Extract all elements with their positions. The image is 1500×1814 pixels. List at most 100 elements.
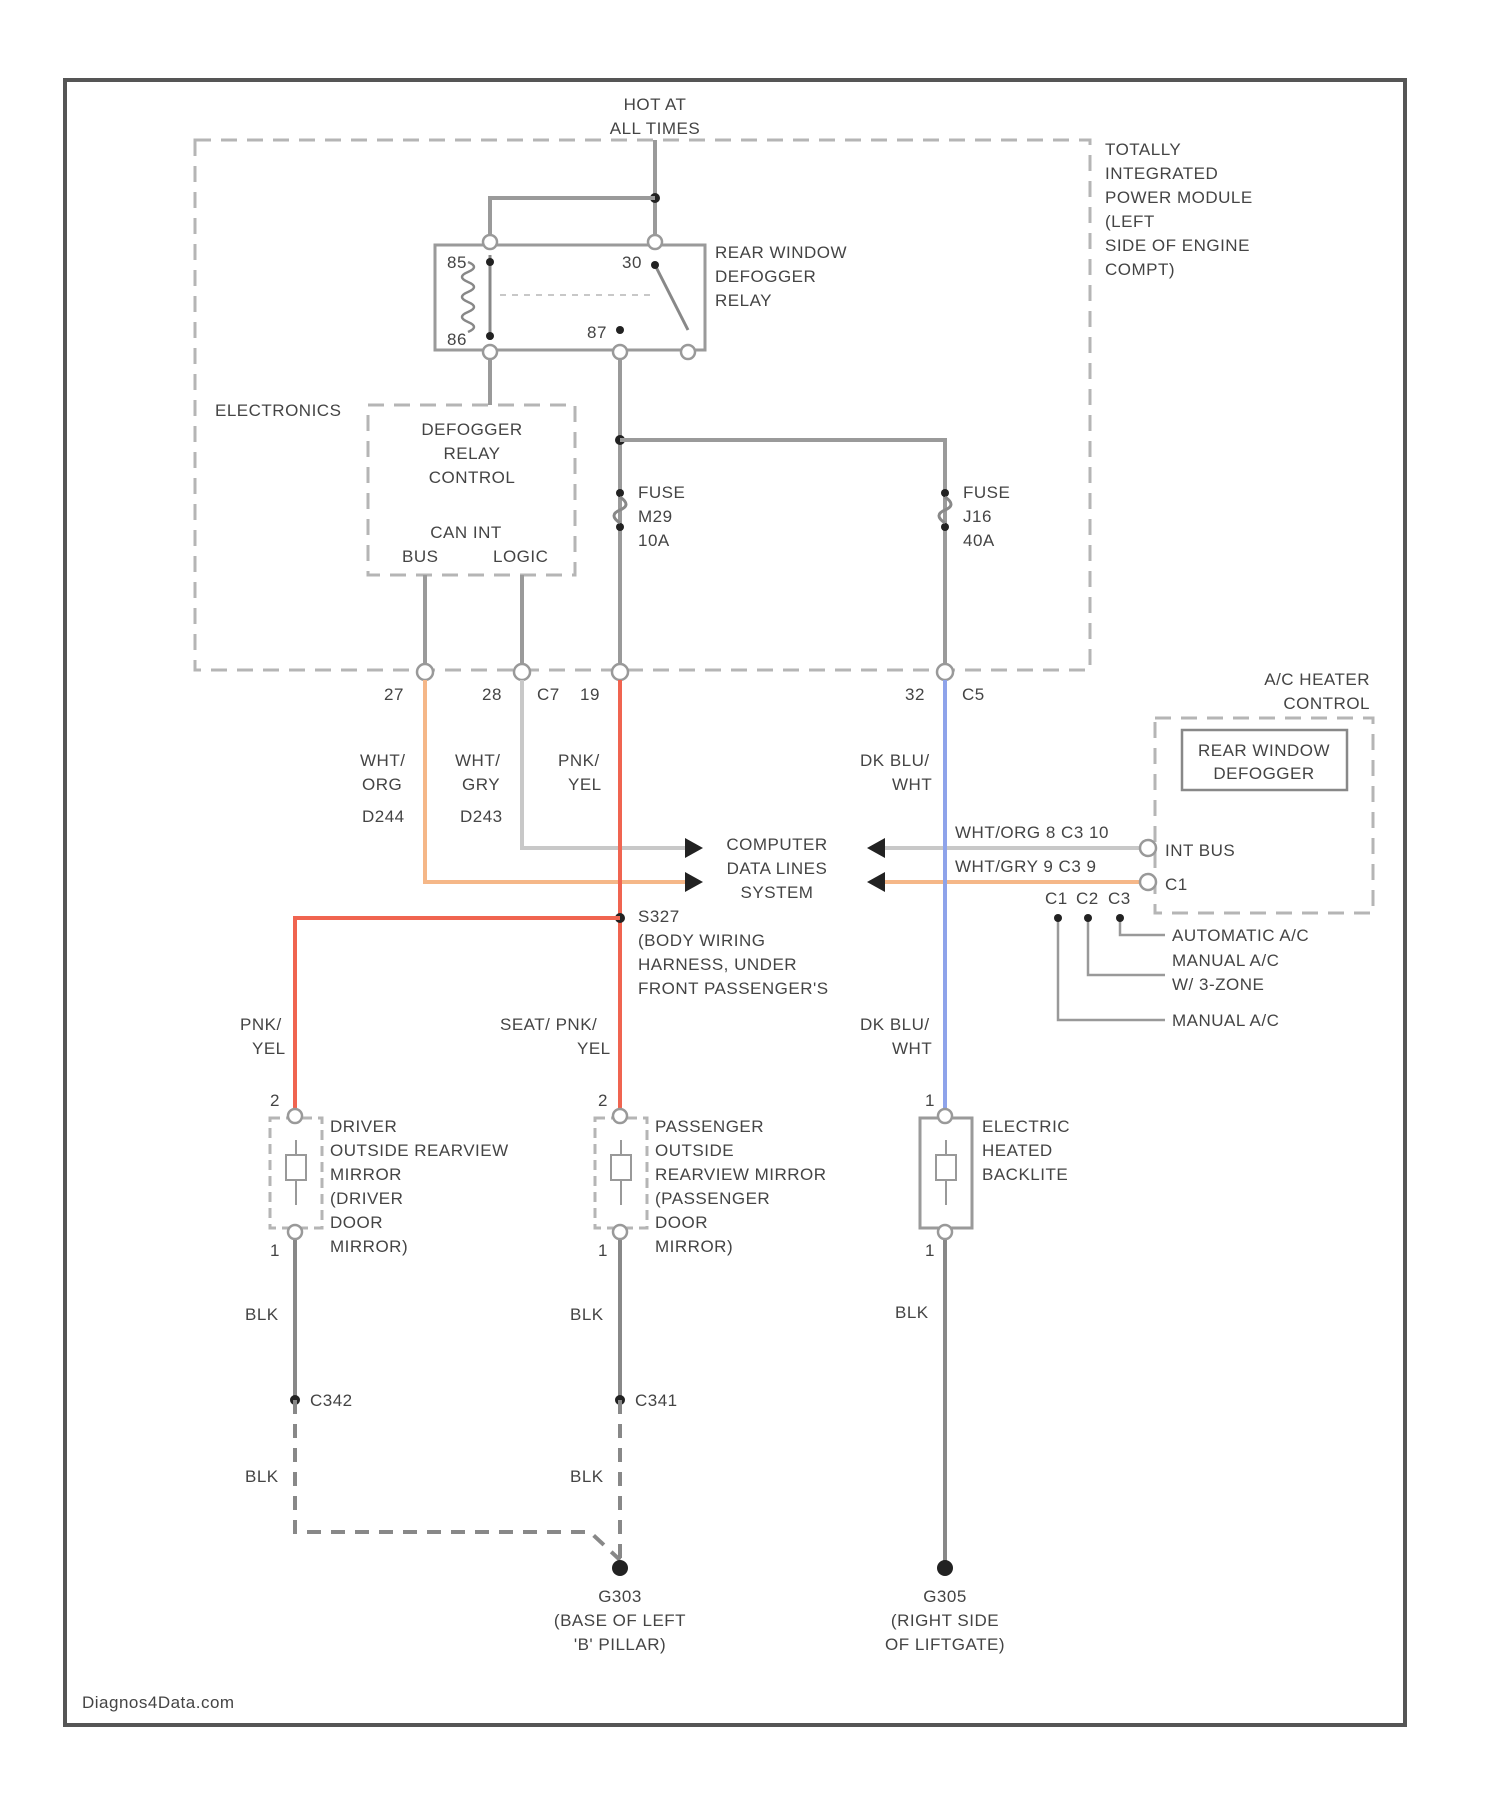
svg-text:COMPUTER: COMPUTER bbox=[726, 835, 827, 854]
relay-control-label: DEFOGGER RELAY CONTROL bbox=[421, 420, 522, 487]
svg-text:COMPT): COMPT) bbox=[1105, 260, 1175, 279]
svg-text:ORG: ORG bbox=[362, 775, 402, 794]
backlite-element bbox=[936, 1140, 956, 1205]
option-wire bbox=[1120, 915, 1165, 935]
svg-text:J16: J16 bbox=[963, 507, 992, 526]
svg-text:'B' PILLAR): 'B' PILLAR) bbox=[574, 1635, 666, 1654]
driver-mirror-label: DRIVER OUTSIDE REARVIEW MIRROR (DRIVER D… bbox=[330, 1117, 509, 1256]
relay-pin-86-dot bbox=[486, 332, 494, 340]
fuse-m29-bottom-dot bbox=[616, 523, 624, 531]
cdl-arrow-left bbox=[867, 838, 885, 858]
tipm-connector bbox=[417, 664, 433, 680]
cdl-arrow-right bbox=[685, 838, 703, 858]
svg-text:RELAY: RELAY bbox=[715, 291, 772, 310]
svg-text:RELAY: RELAY bbox=[444, 444, 501, 463]
computer-data-lines-label: COMPUTER DATA LINES SYSTEM bbox=[726, 835, 827, 902]
svg-text:WHT: WHT bbox=[892, 1039, 932, 1058]
relay-pin-87: 87 bbox=[587, 323, 607, 342]
svg-text:REAR WINDOW: REAR WINDOW bbox=[715, 243, 847, 262]
splice-d243-label: D243 bbox=[460, 807, 503, 826]
hot-at-all-times-label: HOT AT ALL TIMES bbox=[610, 95, 700, 138]
svg-text:FUSE: FUSE bbox=[963, 483, 1010, 502]
logic-label: LOGIC bbox=[493, 547, 548, 566]
defogger-relay-box bbox=[435, 245, 705, 350]
relay-contact-30 bbox=[651, 261, 659, 269]
svg-text:CONTROL: CONTROL bbox=[1283, 694, 1370, 713]
ground-g303-label: G303 (BASE OF LEFT 'B' PILLAR) bbox=[554, 1587, 686, 1654]
svg-text:(DRIVER: (DRIVER bbox=[330, 1189, 403, 1208]
svg-text:YEL: YEL bbox=[568, 775, 602, 794]
svg-text:10A: 10A bbox=[638, 531, 670, 550]
bus-label: BUS bbox=[402, 547, 438, 566]
passenger-blk-label-2: BLK bbox=[570, 1467, 604, 1486]
svg-text:HEATED: HEATED bbox=[982, 1141, 1053, 1160]
electric-heated-backlite bbox=[920, 1118, 972, 1228]
relay-terminal bbox=[681, 345, 695, 359]
splice-d244-label: D244 bbox=[362, 807, 405, 826]
option-dot bbox=[1054, 914, 1062, 922]
wire-wht-gry-label: WHT/ GRY bbox=[455, 751, 500, 794]
wire-dkblu-wht-label: DK BLU/ WHT bbox=[860, 751, 932, 794]
svg-text:PNK/: PNK/ bbox=[558, 751, 600, 770]
relay-contact-87 bbox=[616, 326, 624, 334]
svg-text:DEFOGGER: DEFOGGER bbox=[421, 420, 522, 439]
fuse-j16-feed-wire bbox=[620, 440, 945, 665]
tipm-pin-32: 32 bbox=[905, 685, 925, 704]
svg-text:(BODY WIRING: (BODY WIRING bbox=[638, 931, 766, 950]
svg-text:INTEGRATED: INTEGRATED bbox=[1105, 164, 1218, 183]
backlite-label: ELECTRIC HEATED BACKLITE bbox=[982, 1117, 1070, 1184]
can-int-label: CAN INT bbox=[430, 523, 502, 542]
option-manual-ac-2: MANUAL A/C bbox=[1172, 1011, 1279, 1030]
passenger-mirror-element bbox=[611, 1140, 631, 1205]
rear-defogger-button-label: REAR WINDOW DEFOGGER bbox=[1198, 741, 1330, 783]
relay-pin-85-dot bbox=[486, 258, 494, 266]
svg-text:G303: G303 bbox=[598, 1587, 642, 1606]
ac-pin-c1: C1 bbox=[1045, 889, 1068, 908]
driver-pin-bottom: 1 bbox=[270, 1241, 280, 1260]
ac-pin-c3: C3 bbox=[1108, 889, 1131, 908]
splice-s327-label: S327 (BODY WIRING HARNESS, UNDER FRONT P… bbox=[638, 907, 829, 998]
passenger-pin-top: 2 bbox=[598, 1091, 608, 1110]
tipm-pin-28: 28 bbox=[482, 685, 502, 704]
ac-connector bbox=[1140, 874, 1156, 890]
svg-text:YEL: YEL bbox=[577, 1039, 611, 1058]
svg-text:DEFOGGER: DEFOGGER bbox=[715, 267, 816, 286]
svg-text:(BASE OF LEFT: (BASE OF LEFT bbox=[554, 1611, 686, 1630]
component-pin bbox=[938, 1109, 952, 1123]
wire-pnk-yel-label: PNK/ YEL bbox=[558, 751, 602, 794]
ground-g305-label: G305 (RIGHT SIDE OF LIFTGATE) bbox=[885, 1587, 1005, 1654]
option-wire bbox=[1058, 915, 1165, 1020]
option-wire bbox=[1088, 915, 1165, 975]
svg-text:SYSTEM: SYSTEM bbox=[741, 883, 814, 902]
svg-text:MIRROR): MIRROR) bbox=[330, 1237, 408, 1256]
svg-text:A/C HEATER: A/C HEATER bbox=[1264, 670, 1370, 689]
wire-pnk-yel-driver bbox=[295, 918, 620, 1110]
svg-text:PASSENGER: PASSENGER bbox=[655, 1117, 764, 1136]
svg-text:DOOR: DOOR bbox=[655, 1213, 708, 1232]
svg-text:WHT/: WHT/ bbox=[455, 751, 500, 770]
ac-connector bbox=[1140, 840, 1156, 856]
svg-text:MIRROR: MIRROR bbox=[330, 1165, 402, 1184]
svg-text:GRY: GRY bbox=[462, 775, 500, 794]
wire-seat-pnk-yel-label: SEAT/ PNK/ YEL bbox=[500, 1015, 611, 1058]
relay-terminal bbox=[648, 235, 662, 249]
relay-coil bbox=[462, 262, 474, 332]
tipm-pin-19: 19 bbox=[580, 685, 600, 704]
svg-text:ALL TIMES: ALL TIMES bbox=[610, 119, 700, 138]
relay-label: REAR WINDOW DEFOGGER RELAY bbox=[715, 243, 847, 310]
ac-bus-line-1: WHT/ORG 8 C3 10 bbox=[955, 823, 1109, 842]
svg-text:FUSE: FUSE bbox=[638, 483, 685, 502]
svg-text:G305: G305 bbox=[923, 1587, 967, 1606]
backlite-pin-top: 1 bbox=[925, 1091, 935, 1110]
svg-text:POWER MODULE: POWER MODULE bbox=[1105, 188, 1253, 207]
svg-text:TOTALLY: TOTALLY bbox=[1105, 140, 1181, 159]
svg-text:S327: S327 bbox=[638, 907, 680, 926]
passenger-blk-label: BLK bbox=[570, 1305, 604, 1324]
cdl-arrow-right bbox=[685, 872, 703, 892]
svg-text:OUTSIDE: OUTSIDE bbox=[655, 1141, 734, 1160]
svg-text:FRONT PASSENGER'S: FRONT PASSENGER'S bbox=[638, 979, 829, 998]
electronics-label: ELECTRONICS bbox=[215, 401, 341, 420]
component-pin bbox=[613, 1225, 627, 1239]
svg-text:WHT/: WHT/ bbox=[360, 751, 405, 770]
